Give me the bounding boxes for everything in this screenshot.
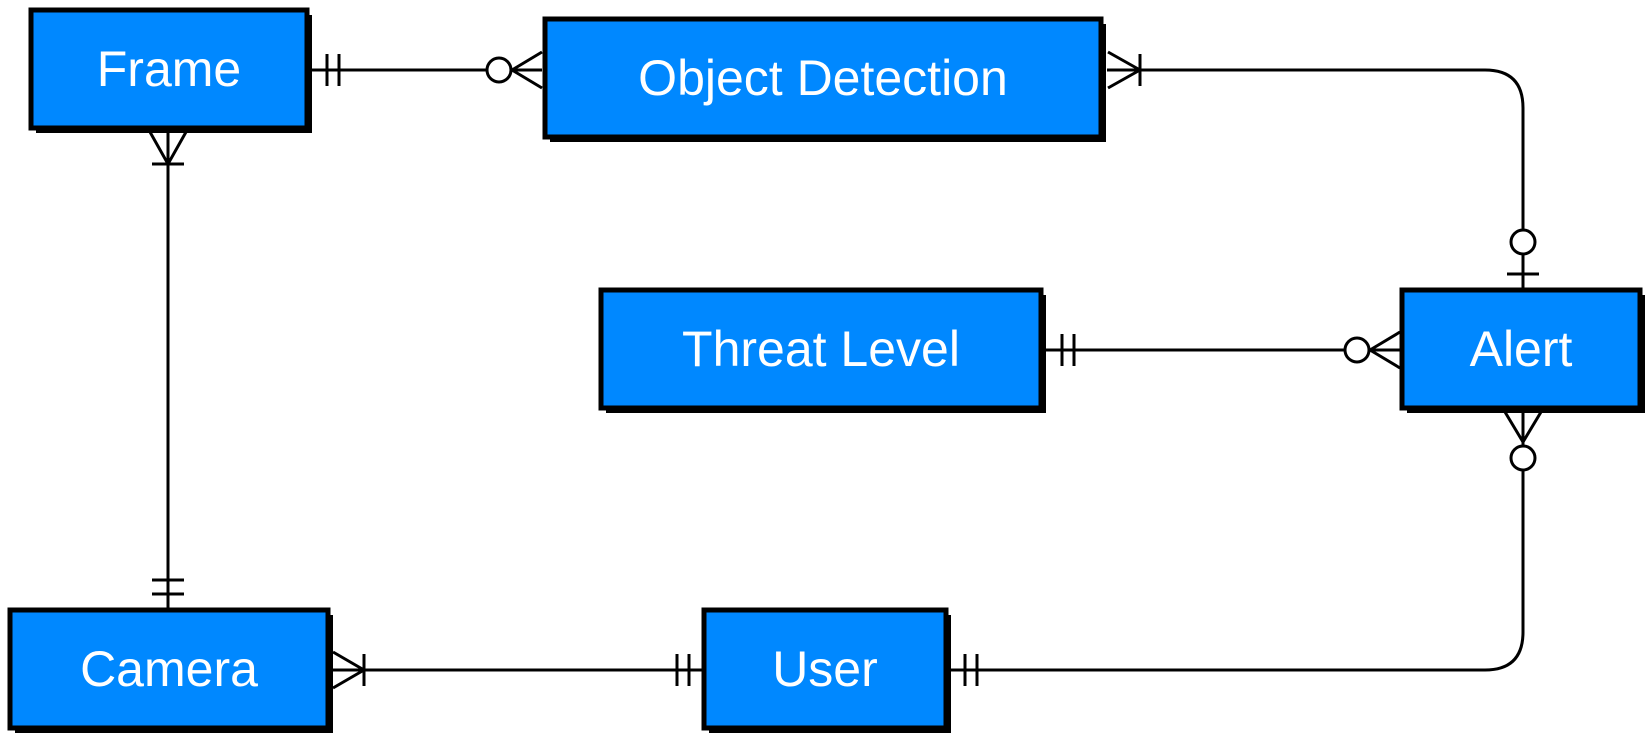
entity-object-detection[interactable]: Object Detection <box>542 16 1106 142</box>
marker-one-and-only-one <box>1060 334 1076 366</box>
marker-one-and-only-one <box>325 54 341 86</box>
line-object-detection-alert <box>1107 68 1525 289</box>
entity-user[interactable]: User <box>701 607 951 733</box>
marker-zero-or-many <box>1343 330 1401 370</box>
entity-label: Frame <box>97 41 241 97</box>
entity-label: User <box>772 641 878 697</box>
entity-label: Alert <box>1470 321 1573 377</box>
entity-camera[interactable]: Camera <box>7 607 333 733</box>
relationship-lines <box>166 68 1525 672</box>
entity-threat-level[interactable]: Threat Level <box>598 287 1046 413</box>
line-user-alert <box>946 410 1525 672</box>
marker-zero-or-one <box>1507 228 1539 276</box>
marker-one-and-only-one <box>675 654 691 686</box>
marker-one-and-only-one <box>152 578 184 596</box>
marker-one-and-only-one <box>963 654 979 686</box>
marker-zero-or-many <box>485 50 543 90</box>
marker-zero-or-many <box>1503 411 1543 472</box>
marker-one-or-many <box>332 650 366 690</box>
entity-label: Object Detection <box>638 50 1008 106</box>
entity-label: Camera <box>80 641 258 697</box>
entity-label: Threat Level <box>682 321 960 377</box>
cardinality-markers <box>148 50 1543 690</box>
entity-frame[interactable]: Frame <box>28 7 312 133</box>
marker-one-or-many <box>148 131 188 166</box>
marker-one-or-many <box>1107 50 1142 90</box>
entity-alert[interactable]: Alert <box>1399 287 1645 413</box>
